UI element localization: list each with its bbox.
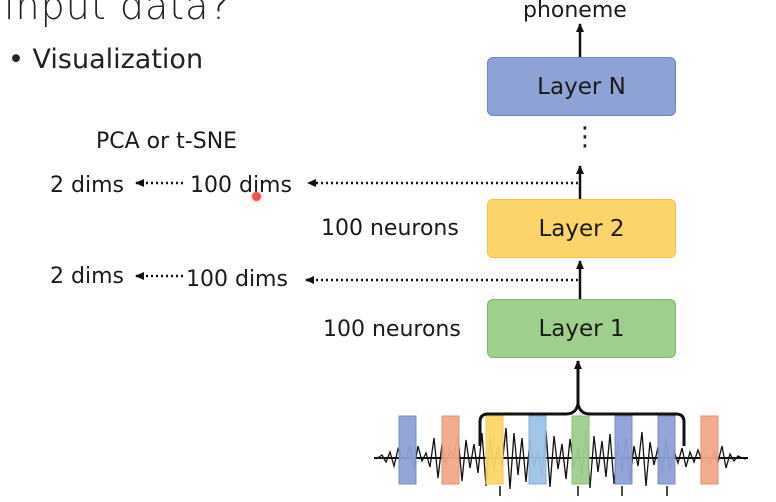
frame-4 xyxy=(528,415,547,485)
bullet-text: Visualization xyxy=(32,44,204,75)
frame-3 xyxy=(485,415,504,485)
ellipsis-vertical: ⋮ xyxy=(572,122,598,152)
layer-n-box: Layer N xyxy=(487,57,676,116)
frame-8 xyxy=(700,415,719,485)
layer-n-label: Layer N xyxy=(537,73,626,100)
frame-5 xyxy=(571,415,590,485)
waveform xyxy=(375,427,747,490)
layer-1-box: Layer 1 xyxy=(487,299,676,358)
method-label: PCA or t-SNE xyxy=(96,129,238,154)
frame-6 xyxy=(614,415,633,485)
context-brace xyxy=(478,403,686,446)
bottom-dims-in: 100 dims xyxy=(186,267,288,292)
top-neurons-label: 100 neurons xyxy=(321,216,459,241)
layer-2-box: Layer 2 xyxy=(487,199,676,258)
slide-heading: input data? xyxy=(4,0,231,28)
output-label: phoneme xyxy=(523,0,627,23)
bottom-neurons-label: 100 neurons xyxy=(323,317,461,342)
top-dims-in: 100 dims xyxy=(190,173,292,198)
bottom-dims-out: 2 dims xyxy=(50,264,124,289)
frame-1 xyxy=(398,415,417,485)
frame-7 xyxy=(657,415,676,485)
laser-pointer-icon xyxy=(252,192,261,201)
frame-2 xyxy=(441,415,460,485)
layer-1-label: Layer 1 xyxy=(538,315,625,342)
bullet-visualization: • Visualization xyxy=(8,44,204,75)
layer-2-label: Layer 2 xyxy=(538,215,625,242)
top-dims-out: 2 dims xyxy=(50,173,124,198)
